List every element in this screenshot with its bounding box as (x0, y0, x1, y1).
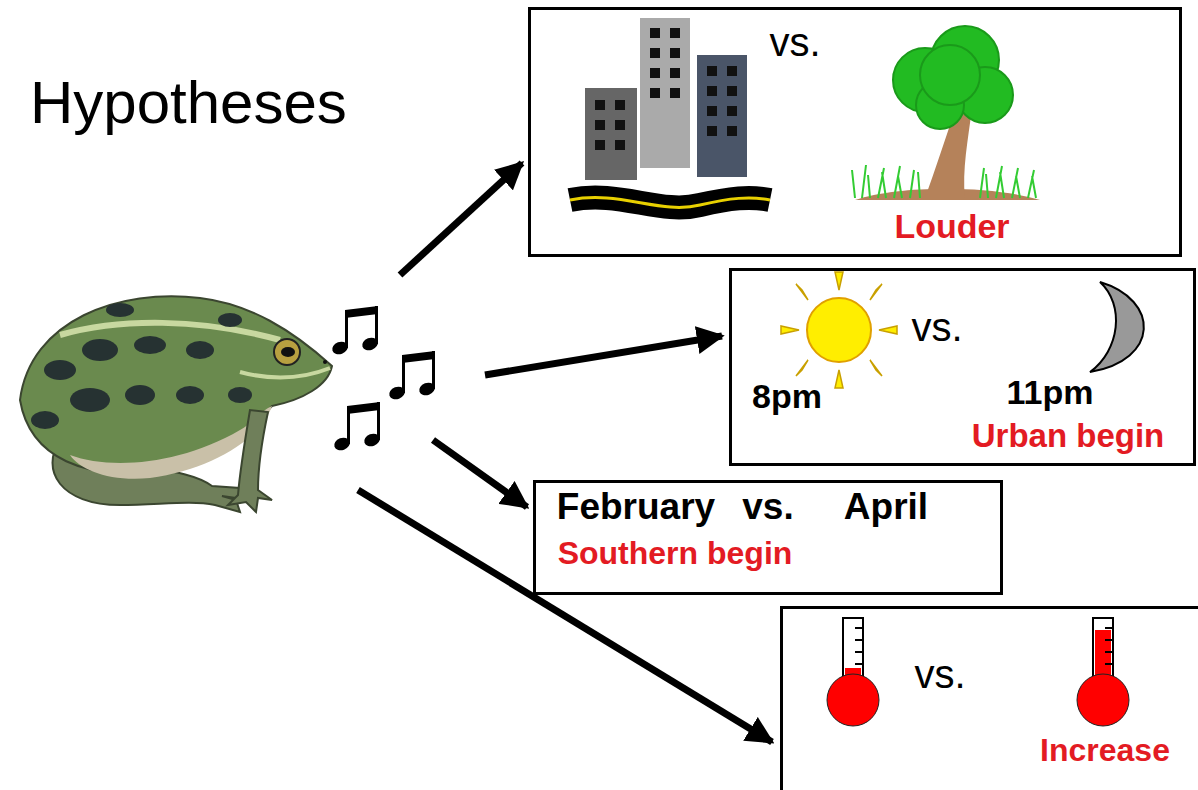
versus-label: vs. (769, 20, 820, 64)
hypothesis-box: vs. Increase (780, 606, 1198, 790)
sun-icon (781, 272, 897, 388)
versus-label: vs. (914, 652, 965, 696)
thermometer-icons (827, 618, 1129, 726)
month-label: April (844, 487, 928, 528)
time-label: 8pm (752, 378, 822, 415)
versus-label: vs. (911, 305, 962, 349)
hypothesis-box: February vs. AprilSouthern begin (533, 480, 1003, 595)
month-label: February (557, 487, 715, 528)
time-label: 11pm (1007, 374, 1094, 411)
tree-illustration (852, 26, 1040, 200)
city-illustration (570, 18, 770, 207)
prediction-label: Increase (1040, 733, 1170, 768)
hypothesis-box: 8pm vs. 11pmUrban begin (729, 268, 1196, 466)
diagram-title: Hypotheses (30, 70, 347, 136)
versus-label: vs. (742, 487, 793, 528)
frog-illustration (20, 296, 332, 512)
moon-icon (1090, 282, 1144, 372)
arrows (358, 163, 772, 742)
prediction-label: Southern begin (558, 536, 793, 571)
hypothesis-box: vs. Louder (528, 7, 1182, 257)
prediction-label: Urban begin (972, 418, 1165, 454)
music-notes (330, 306, 436, 452)
prediction-label: Louder (894, 208, 1009, 245)
